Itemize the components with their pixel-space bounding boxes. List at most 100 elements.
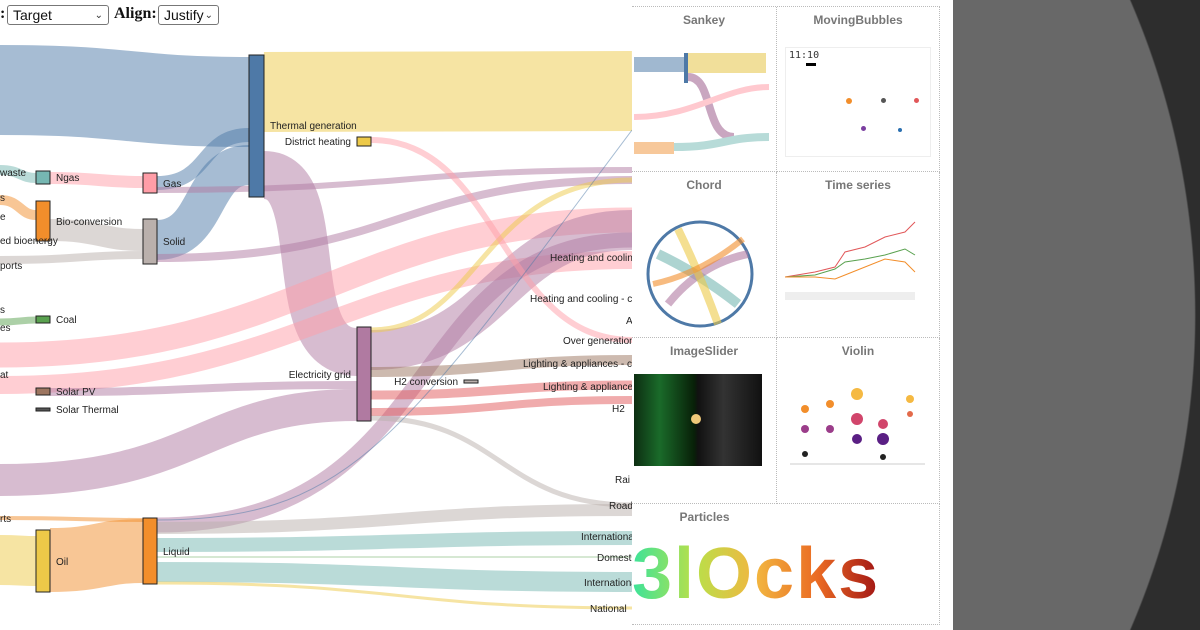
bubble [846, 98, 852, 104]
node-label: Thermal generation [270, 121, 357, 132]
node-gas [142, 172, 158, 194]
decorative-background [953, 0, 1200, 630]
chevron-down-icon: ⌄ [204, 9, 213, 21]
node-label: e [0, 212, 6, 223]
sankey-chart: : Target⌄ Align: Justify⌄ [0, 5, 632, 615]
link [370, 177, 632, 333]
bubble [861, 126, 866, 131]
link [370, 415, 632, 508]
sort-select-value: Target [13, 7, 52, 23]
card-title: Time series [825, 178, 891, 192]
node-coal [35, 315, 51, 324]
link [155, 145, 252, 260]
node-label: ports [0, 261, 22, 272]
node-h2 [463, 379, 479, 384]
link [156, 129, 632, 521]
card-title: Particles [679, 510, 730, 524]
node-grid [356, 326, 372, 422]
gallery-card-chord[interactable]: Chord [632, 172, 777, 338]
node-label: Solar Thermal [56, 405, 119, 416]
node-label: District heating [285, 137, 351, 148]
gallery-card-movingbubbles[interactable]: MovingBubbles 11:10 [777, 7, 940, 172]
node-label: Ngas [56, 173, 79, 184]
node-label: Heating and cooling - c [530, 294, 632, 305]
node-label: Gas [163, 179, 181, 190]
gallery-card-violin[interactable]: Violin [777, 338, 940, 504]
node-label: rts [0, 514, 11, 525]
sankey-thumbnail [634, 53, 769, 154]
chord-thumbnail [646, 220, 754, 328]
link [156, 167, 632, 193]
node-label: A [626, 316, 632, 327]
card-title: Violin [841, 344, 875, 358]
node-label: Liquid [163, 547, 190, 558]
chevron-down-icon: ⌄ [94, 9, 103, 21]
node-solar-thermal [35, 407, 51, 412]
card-title: Chord [686, 178, 722, 192]
node-bio [35, 200, 51, 242]
node-solid [142, 218, 158, 265]
example-gallery: Sankey MovingBubbles 11:10 Chord [632, 6, 940, 625]
node-label: ed bioenergy [0, 236, 58, 247]
node-label: Solar PV [56, 387, 96, 398]
node-label: s [0, 305, 5, 316]
node-label: s [0, 193, 5, 204]
link [260, 151, 360, 376]
node-label: International [581, 532, 632, 543]
node-label: Coal [56, 315, 77, 326]
gallery-card-imageslider[interactable]: ImageSlider [632, 338, 777, 504]
link [370, 380, 632, 400]
gallery-card-sankey[interactable]: Sankey [632, 7, 777, 172]
node-label: Over generation [563, 336, 632, 347]
sankey-links [0, 45, 632, 610]
link [156, 581, 632, 610]
card-title: MovingBubbles [813, 13, 903, 27]
sankey-nodes [35, 54, 479, 593]
link [370, 396, 632, 416]
link [49, 219, 144, 251]
link [156, 128, 250, 190]
link [156, 504, 632, 534]
left-labels: waste s e ed bioenergy ports s es at rts [0, 168, 58, 525]
align-select[interactable]: Justify⌄ [158, 5, 219, 25]
link [0, 251, 144, 264]
gallery-card-particles[interactable]: Particles 3lOcks [632, 504, 940, 625]
sort-label: : [0, 5, 6, 22]
link [156, 562, 632, 592]
bubble [881, 98, 886, 103]
link [370, 210, 632, 370]
node-label: Heating and cooling [550, 253, 632, 264]
card-title: Sankey [682, 13, 726, 27]
node-label: Road [609, 501, 632, 512]
link [0, 535, 37, 586]
node-label: Oil [56, 557, 68, 568]
link [0, 195, 37, 220]
violin-thumbnail [790, 388, 925, 465]
link [0, 165, 37, 183]
speed-control [806, 63, 816, 66]
bubbles-thumbnail: 11:10 [785, 47, 931, 157]
link [0, 316, 37, 326]
node-label: waste [0, 168, 27, 179]
node-label: H2 conversion [394, 377, 458, 388]
bubble [898, 128, 902, 132]
align-select-value: Justify [164, 7, 204, 23]
node-solar-pv [35, 387, 51, 396]
node-label: Domest [597, 553, 632, 564]
decorative-circle [953, 0, 1200, 630]
node-label: International [584, 578, 632, 589]
timeseries-thumbnail [785, 221, 916, 300]
node-label: H2 [612, 404, 625, 415]
align-label: Align: [114, 5, 157, 22]
gallery-card-timeseries[interactable]: Time series [777, 172, 940, 338]
slider-image [634, 374, 762, 466]
slider-handle[interactable] [691, 414, 701, 424]
link [0, 389, 358, 496]
node-oil [35, 529, 51, 593]
sort-select[interactable]: Target ⌄ [7, 5, 109, 25]
node-label: Bio-conversion [56, 217, 122, 228]
node-district [356, 136, 372, 147]
link [49, 519, 144, 592]
node-label: Rai [615, 475, 630, 486]
link [370, 355, 632, 377]
